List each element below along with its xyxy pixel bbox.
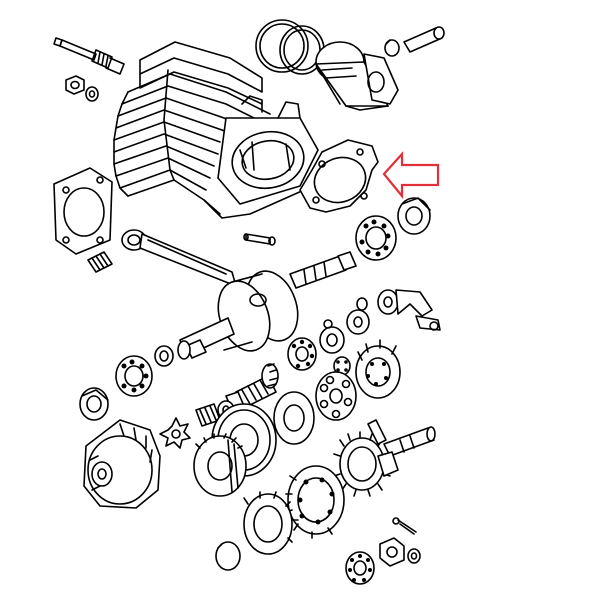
left-oil-seal	[79, 387, 109, 421]
gear-shaft	[225, 363, 279, 411]
crankshaft	[177, 251, 357, 360]
lever-washer-3	[319, 326, 345, 354]
friction-disc	[273, 391, 315, 445]
piston	[315, 41, 399, 111]
bottom-washer	[407, 548, 421, 564]
clutch-hub	[355, 339, 401, 399]
shift-lever	[377, 289, 441, 331]
small-end-bearing	[87, 251, 113, 273]
woodruff-key	[367, 419, 387, 445]
arrow-left-outline-icon	[382, 151, 440, 200]
cylinder-nut	[65, 75, 85, 95]
center-bearing	[287, 337, 317, 371]
piston-rings	[255, 19, 325, 75]
bottom-nut	[379, 537, 405, 567]
main-bearing-left	[115, 355, 153, 397]
star-gear-icon	[159, 417, 191, 449]
lever-washer-1	[356, 297, 368, 311]
small-bearing	[333, 356, 351, 376]
clutch-drum	[83, 419, 161, 509]
piston-pin	[403, 26, 445, 53]
starter-gear	[333, 431, 391, 497]
small-washer	[323, 319, 333, 329]
clutch-pressure-plate	[315, 371, 357, 421]
piston-circlip	[384, 39, 400, 57]
cylinder	[113, 41, 319, 219]
spur-gear	[193, 433, 247, 497]
lever-washer-2	[346, 309, 370, 335]
friction-plate-large	[285, 465, 345, 539]
cylinder-base-gasket	[299, 139, 379, 213]
clutch-spring-plate	[243, 491, 299, 555]
crank-shim	[154, 345, 174, 367]
main-bearing-right	[355, 215, 397, 261]
connecting-rod	[121, 229, 237, 287]
dowel-pin	[243, 233, 276, 246]
nut-washer	[85, 86, 99, 102]
cotter-pin	[392, 517, 417, 535]
crank-oil-seal	[397, 197, 431, 235]
spark-plug	[53, 37, 125, 75]
exhaust-gasket	[53, 167, 113, 255]
kickstart-shaft	[377, 426, 436, 477]
bottom-circlip	[215, 541, 241, 571]
bottom-bearing	[345, 551, 375, 585]
